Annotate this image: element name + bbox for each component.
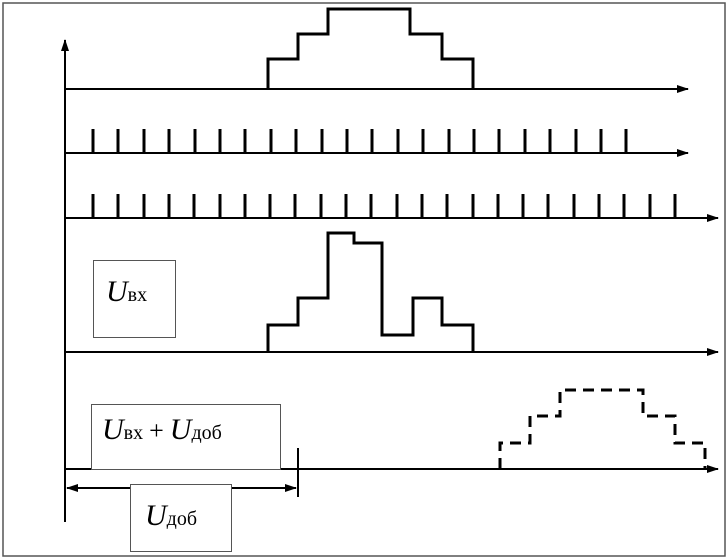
row1-input-signal	[266, 7, 475, 89]
row3-clock-pulses	[91, 194, 677, 218]
row5-shifted-signal	[498, 388, 707, 469]
sum-voltage-subscript-1: вх	[123, 422, 144, 444]
input-voltage-symbol: U	[106, 275, 128, 308]
sum-voltage-symbol-2: U	[169, 413, 192, 446]
added-voltage-subscript: доб	[166, 508, 198, 530]
sum-plus-sign: +	[149, 416, 164, 445]
added-voltage-label: Uдоб	[130, 484, 232, 552]
sum-voltage-symbol-1: U	[102, 413, 124, 446]
row2-clock-pulses	[91, 129, 628, 153]
sum-voltage-subscript-2: доб	[191, 422, 222, 444]
input-voltage-label: Uвх	[93, 260, 176, 338]
input-voltage-subscript: вх	[127, 284, 148, 306]
added-voltage-symbol: U	[145, 499, 167, 532]
sum-voltage-label: Uвх+Uдоб	[91, 404, 281, 470]
row4-input-signal	[266, 231, 475, 352]
